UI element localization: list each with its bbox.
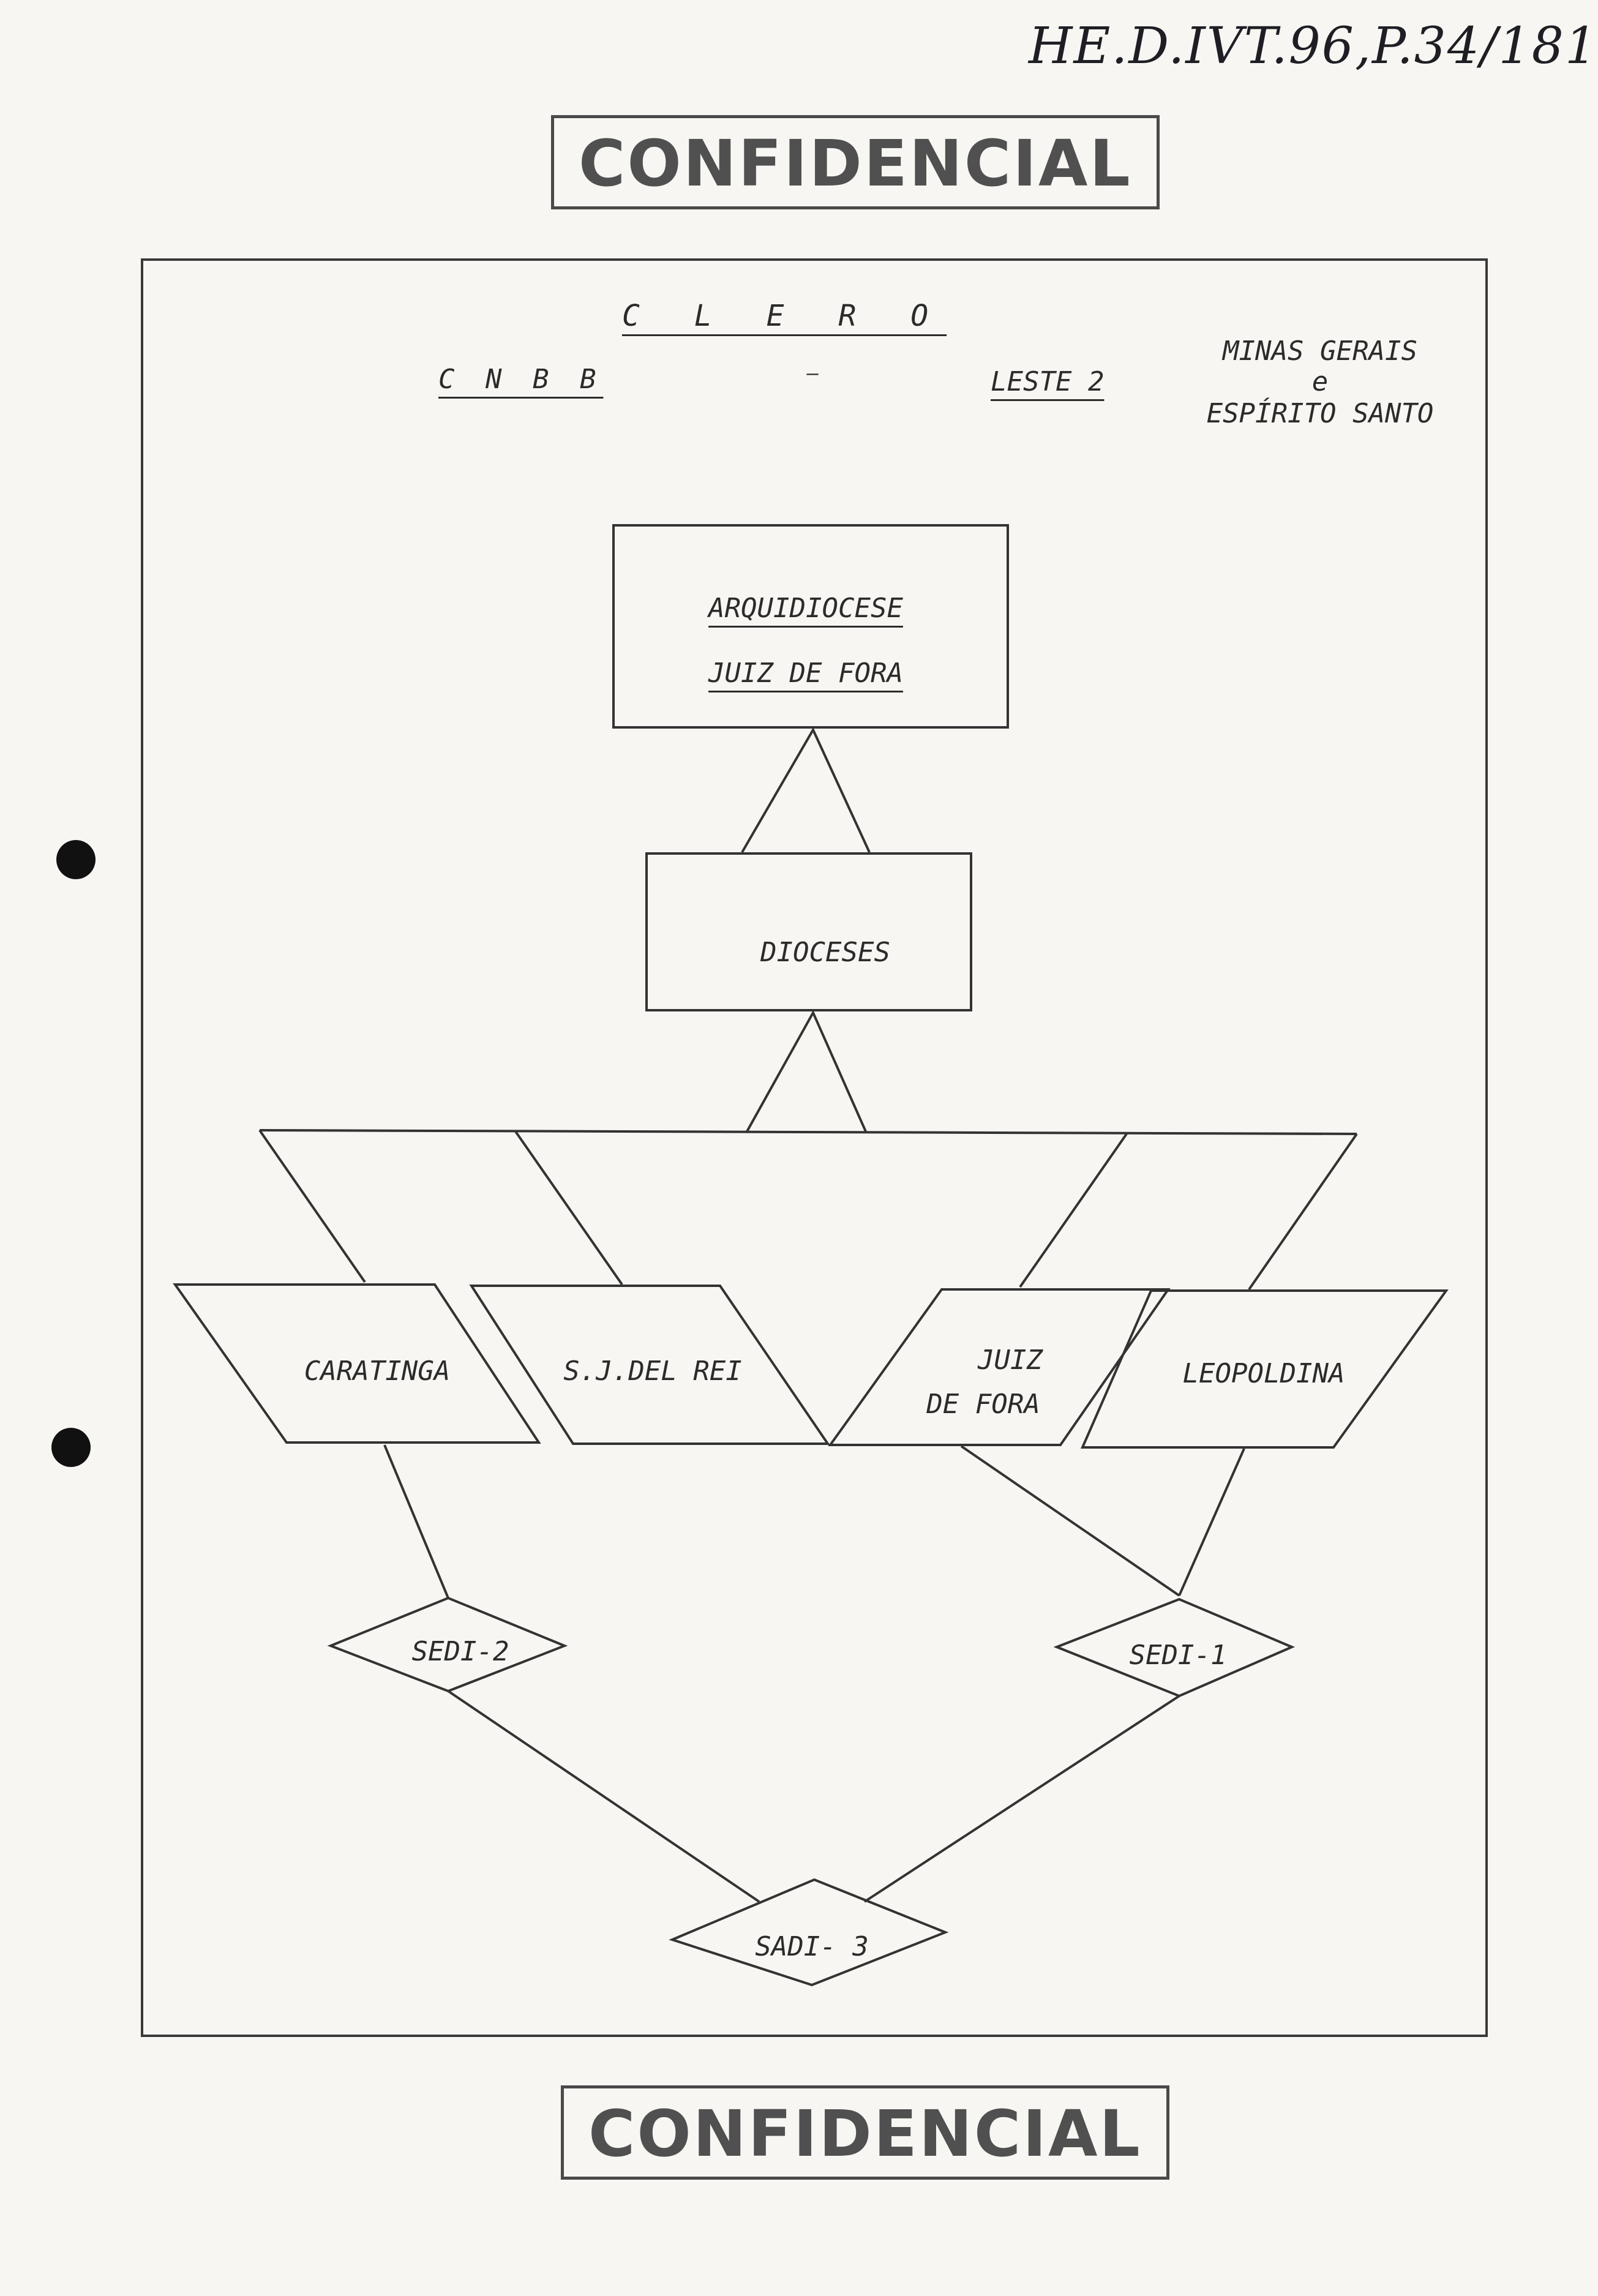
archive-reference: HE.D.IVT.96,P.34/181 xyxy=(1029,17,1598,75)
caratinga-label: CARATINGA xyxy=(304,1356,451,1387)
branch-sjdelrei xyxy=(514,1130,623,1286)
title-clero: C L E R O xyxy=(622,299,947,333)
title-cnbb: C N B B xyxy=(438,364,604,395)
region-line1: MINAS GERAIS xyxy=(1223,336,1417,367)
diagram-frame xyxy=(141,258,1488,2037)
region-line3: ESPÍRITO SANTO xyxy=(1206,398,1434,429)
link-leopoldina-sedi1 xyxy=(1178,1448,1245,1596)
sedi2-label: SEDI-2 xyxy=(411,1636,509,1667)
caratinga-shape xyxy=(173,1283,541,1444)
sedi2-shape xyxy=(327,1596,568,1693)
juizdefora-label-line1: JUIZ xyxy=(978,1345,1043,1376)
region-line2: e xyxy=(1311,366,1329,397)
scanned-page: { "header": { "reference": "HE.D.IVT.96,… xyxy=(51,17,1597,2180)
branch-caratinga xyxy=(258,1129,366,1283)
sadi3-label: SADI- 3 xyxy=(755,1931,869,1962)
link-sedi1-sadi3 xyxy=(863,1695,1180,1903)
archdiocese-box xyxy=(612,524,1009,729)
branch-juizdefora xyxy=(1019,1133,1128,1288)
distribution-bar xyxy=(259,1129,1357,1135)
archdiocese-label-line2: JUIZ DE FORA xyxy=(708,658,903,689)
connector-archdiocese-dioceses xyxy=(741,727,871,853)
connector-dioceses-bar xyxy=(746,1010,867,1132)
confidential-stamp-top: CONFIDENCIAL xyxy=(551,115,1160,209)
sjdelrei-label: S.J.DEL REI xyxy=(563,1356,742,1387)
link-caratinga-sedi2 xyxy=(383,1444,449,1599)
leopoldina-shape xyxy=(1080,1289,1449,1449)
archdiocese-label-line1: ARQUIDIOCESE xyxy=(708,593,903,624)
juizdefora-label-line2: DE FORA xyxy=(926,1389,1040,1420)
juizdefora-shape xyxy=(828,1288,1171,1446)
dioceses-label: DIOCESES xyxy=(760,937,890,968)
dioceses-box xyxy=(645,852,972,1011)
title-leste2: LESTE 2 xyxy=(991,366,1105,397)
title-dash: – xyxy=(807,361,819,385)
sedi1-shape xyxy=(1053,1597,1296,1698)
sedi1-label: SEDI-1 xyxy=(1129,1640,1227,1671)
sjdelrei-shape xyxy=(469,1285,830,1445)
binder-hole-bottom xyxy=(51,1428,91,1467)
sadi3-shape xyxy=(669,1878,949,1987)
link-sedi2-sadi3 xyxy=(447,1690,760,1903)
link-juizdefora-sedi1 xyxy=(960,1445,1180,1597)
diagram-shapes xyxy=(173,524,1449,1987)
leopoldina-label: LEOPOLDINA xyxy=(1182,1358,1345,1389)
confidential-stamp-bottom: CONFIDENCIAL xyxy=(561,2085,1169,2180)
binder-hole-top xyxy=(56,840,96,879)
branch-leopoldina xyxy=(1248,1133,1358,1291)
